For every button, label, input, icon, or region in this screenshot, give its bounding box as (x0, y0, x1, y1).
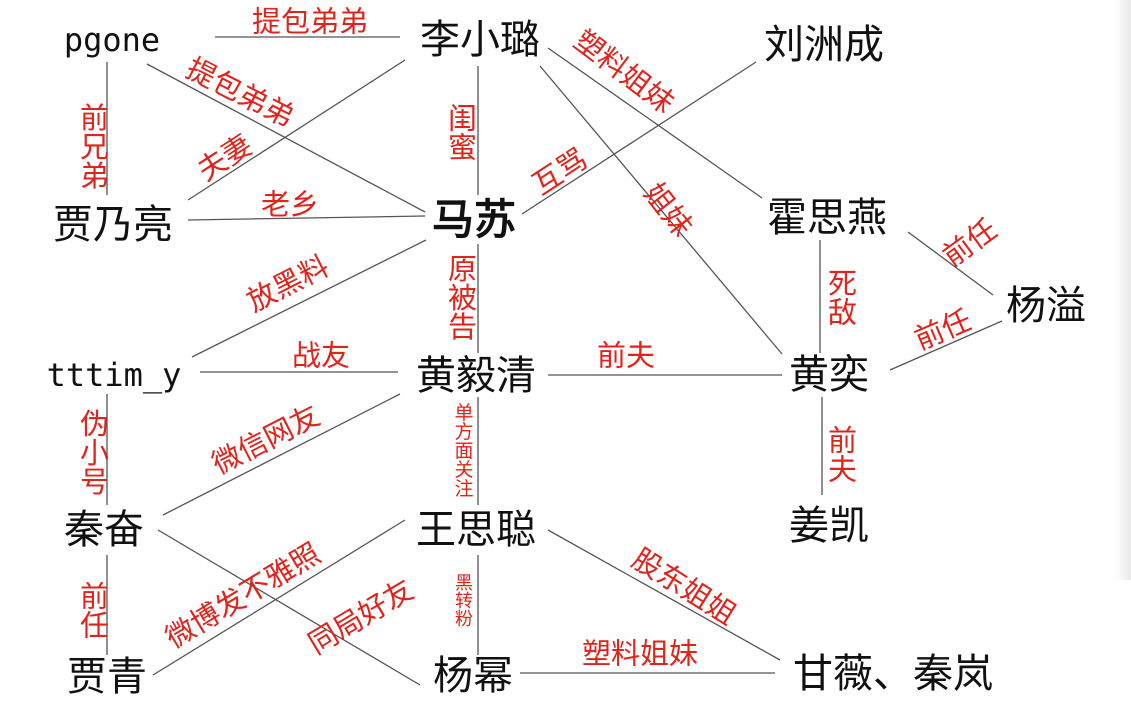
node-pgone[interactable]: pgone (63, 21, 161, 59)
edge-ma-su-tttim-y (191, 239, 427, 358)
node-jiang-kai[interactable]: 姜凯 (789, 503, 869, 549)
label-ma-su-huang-yiqing: 原被告 (443, 253, 478, 341)
node-yang-mi[interactable]: 杨幂 (433, 653, 513, 699)
node-huo-siyan[interactable]: 霍思燕 (767, 195, 887, 241)
edge-pgone-ma-su (146, 63, 426, 213)
node-wang-sicong[interactable]: 王思聪 (416, 507, 536, 553)
node-qin-fen[interactable]: 秦奋 (64, 507, 144, 553)
node-liu-zhoucheng[interactable]: 刘洲成 (764, 22, 884, 68)
label-huo-siyan-huang-yi: 死敌 (823, 268, 858, 326)
label-tttim-y-huang-yiqing: 战友 (291, 338, 351, 373)
node-huang-yiqing[interactable]: 黄毅清 (416, 353, 536, 399)
label-tttim-y-qin-fen: 伪小号 (75, 408, 110, 496)
edge-huang-yi-yang-yi (889, 320, 1003, 371)
edge-jia-nailiang-li-xiaolu (187, 59, 406, 201)
label-huang-yi-jiang-kai: 前夫 (823, 425, 858, 483)
edge-wang-sicong-jia-qing (152, 519, 406, 676)
edge-ma-su-liu-zhoucheng (521, 61, 757, 215)
node-huang-yi[interactable]: 黄奕 (789, 352, 869, 398)
node-tttim-y[interactable]: tttim_y (46, 356, 182, 394)
edge-li-xiaolu-huang-yi (539, 65, 783, 355)
label-pgone-jia-nailiang: 前兄弟 (75, 102, 110, 190)
edge-wang-sicong-gan-wei (547, 529, 781, 661)
node-li-xiaolu[interactable]: 李小璐 (420, 17, 540, 63)
label-huang-yiqing-huang-yi: 前夫 (596, 338, 656, 373)
edge-huang-yiqing-qin-fen (162, 393, 401, 516)
node-ma-su[interactable]: 马苏 (431, 195, 517, 244)
label-yang-mi-gan-wei: 塑料姐妹 (581, 636, 699, 671)
page-edge-shadow (1115, 0, 1131, 580)
label-huang-yiqing-wang-sicong: 单方面关注 (451, 402, 474, 498)
edge-li-xiaolu-huo-siyan (547, 47, 763, 199)
edge-jia-nailiang-ma-su (187, 215, 426, 221)
edge-qin-fen-yang-mi (157, 529, 421, 686)
label-qin-fen-jia-qing: 前任 (75, 581, 110, 639)
label-wang-sicong-yang-mi: 黑转粉 (452, 573, 473, 627)
label-li-xiaolu-ma-su: 闺蜜 (443, 103, 478, 161)
node-gan-wei-qin-lan[interactable]: 甘薇、秦岚 (793, 651, 993, 697)
node-yang-yi[interactable]: 杨溢 (1006, 283, 1086, 329)
node-jia-qing[interactable]: 贾青 (67, 654, 147, 700)
label-pgone-li-xiaolu: 提包弟弟 (251, 4, 369, 39)
label-jia-nailiang-ma-su: 老乡 (260, 187, 320, 222)
node-jia-nailiang[interactable]: 贾乃亮 (53, 202, 173, 248)
edge-huo-siyan-yang-yi (907, 231, 994, 296)
